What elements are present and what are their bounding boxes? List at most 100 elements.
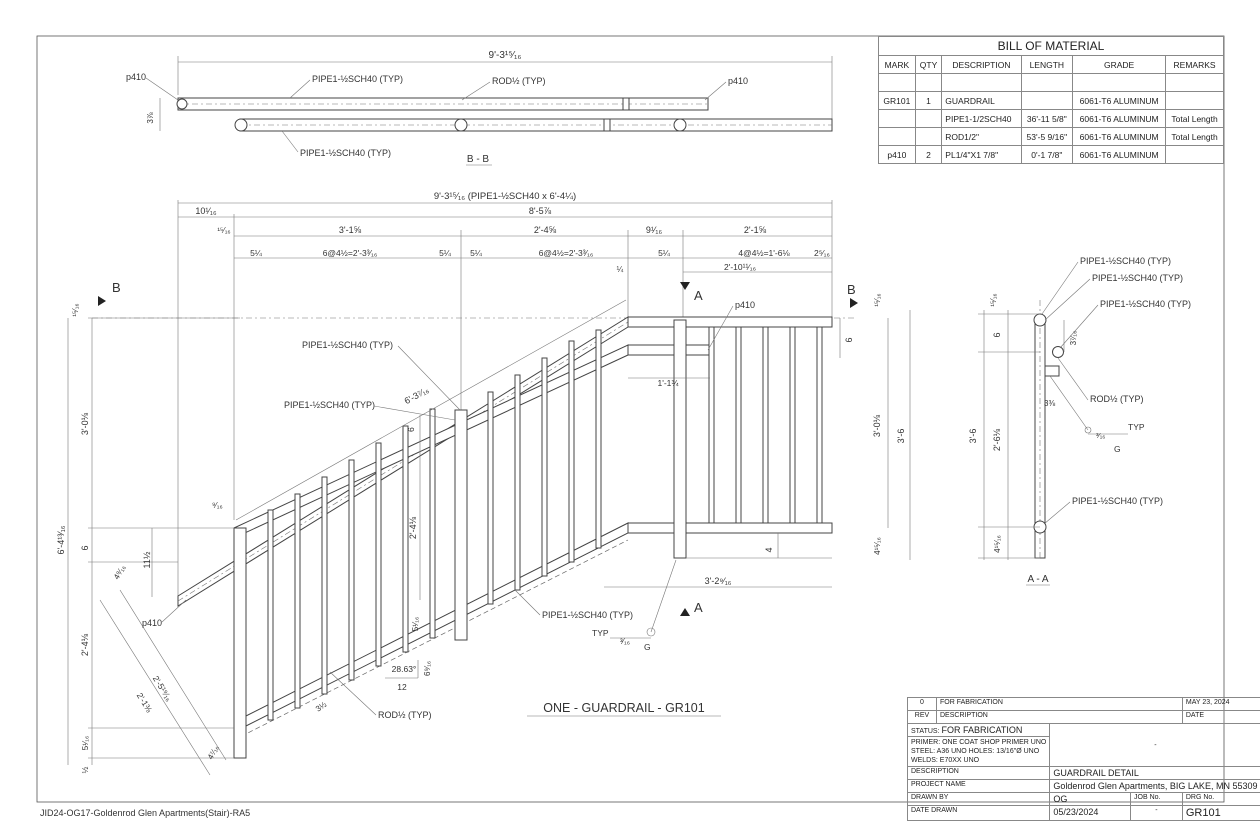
elev-dim-1516-left: ¹⁵⁄₁₆ — [71, 303, 80, 316]
bb-joint-bottom — [603, 118, 611, 132]
elev-top-rail-centerline — [177, 321, 629, 602]
tb-status-dash: - — [1049, 723, 1260, 767]
sheet-border — [36, 35, 1225, 803]
elev-leader-pipe-3 — [514, 589, 541, 616]
picket — [762, 326, 769, 524]
aa-dim-41516: 4¹⁵⁄₁₆ — [993, 535, 1002, 553]
bom-cell: p410 — [878, 145, 916, 164]
elev-twelve: 12 — [397, 682, 407, 692]
aa-rod-label: ROD½ (TYP) — [1090, 394, 1144, 404]
tb-rev-date: MAY 23, 2024 — [1181, 697, 1260, 711]
bom-title: BILL OF MATERIAL — [878, 36, 1224, 56]
picket — [735, 326, 742, 524]
elev-spacing1: 6@4½=2'-3³⁄₁₆ — [323, 248, 378, 258]
elev-d4: 5¼ — [658, 248, 671, 258]
elev-post-2 — [454, 409, 468, 641]
bb-overall-dim: 9'-3¹⁵⁄₁₆ — [489, 50, 522, 61]
aa-weld-all-around — [1084, 426, 1092, 434]
bom-col-qty: QTY — [914, 55, 943, 74]
aa-weld-typ: TYP — [1128, 422, 1145, 432]
bom-cell — [1165, 91, 1224, 110]
elev-quarter: ¼ — [617, 265, 624, 274]
tb-project-label: PROJECT NAME — [906, 779, 1051, 793]
elev-diag-dim-2 — [119, 589, 227, 761]
elev-dim-916: ⁹⁄₁₆ — [212, 501, 223, 510]
bom-cell — [878, 109, 916, 128]
elev-pipe-label-3: PIPE1-½SCH40 (TYP) — [542, 610, 633, 620]
bb-pipe-end-bottom-left — [234, 118, 248, 132]
elev-cut-a-top-arrow — [680, 282, 690, 290]
bom-cell: Total Length — [1165, 109, 1224, 128]
elev-mid-rail-level — [627, 344, 711, 356]
aa-dim-36: 3'-6 — [968, 429, 978, 444]
elev-dim-four: 4 — [764, 547, 774, 552]
bom-col-grade: GRADE — [1072, 55, 1167, 74]
aa-title: A - A — [1027, 574, 1048, 585]
bb-pipe-end-bottom-right — [673, 118, 687, 132]
bb-pipe-end-left — [176, 98, 188, 110]
picket — [514, 374, 521, 591]
tb-date-drawn: 05/23/2024 — [1049, 805, 1132, 821]
elev-p410-label: p410 — [735, 300, 755, 310]
picket — [429, 408, 436, 639]
aa-dim-six: 6 — [992, 332, 1002, 337]
elev-leader-p410 — [707, 305, 734, 351]
tb-rev-h: REV — [907, 710, 937, 724]
bom-cell: 36'-11 5/8" — [1020, 109, 1074, 128]
elev-dim-113: 1'-1¾ — [658, 378, 680, 388]
elev-spacing2: 6@4½=2'-3³⁄₁₆ — [539, 248, 594, 258]
bom-cell: 6061-T6 ALUMINUM — [1072, 145, 1167, 164]
tb-description-label: DESCRIPTION — [906, 766, 1051, 780]
tb-status-row: STATUS: FOR FABRICATION - — [906, 723, 1260, 767]
tb-rev-header-row: REV DESCRIPTION DATE — [907, 710, 1260, 724]
bb-rod-label: ROD½ (TYP) — [492, 76, 546, 86]
aa-weld-arrow — [1049, 375, 1089, 431]
bb-title: B - B — [467, 154, 490, 165]
aa-leader-rod — [1057, 357, 1089, 401]
bb-leader-rod — [461, 81, 491, 101]
elev-dim-312: 3½ — [314, 700, 329, 714]
elev-slope-len: 6'-3⁷⁄₁₆ — [403, 384, 431, 406]
bom-col-remarks: REMARKS — [1165, 55, 1224, 74]
tb-steel: STEEL: A36 UNO HOLES: 13/16"Ø UNO — [911, 748, 1040, 755]
elev-seg4: 2'-1⅝ — [744, 225, 767, 235]
tb-date-drawn-label: DATE DRAWN — [906, 805, 1051, 821]
elev-spacing3: 4@4½=1'-6⅛ — [738, 248, 790, 258]
elev-weld-size: ³⁄₁₆ — [620, 637, 630, 646]
picket — [568, 340, 575, 563]
elev-slope-dim-line — [235, 299, 627, 521]
tb-status-label: STATUS: — [911, 728, 940, 735]
elev-dim-1516: ¹⁵⁄₁₆ — [217, 226, 230, 235]
elevation-view: 9'-3¹⁵⁄₁₆ (PIPE1-½SCH40 x 6'-4¼) 10¹⁄₁₆ … — [56, 191, 911, 776]
tb-date-h: DATE — [1181, 710, 1260, 724]
elev-dim-516b: 5¹⁄₁₆ — [411, 617, 420, 631]
bb-leader-pipe-bottom — [281, 130, 299, 153]
tb-desc-h: DESCRIPTION — [936, 710, 1183, 724]
bb-p410-right-label: p410 — [728, 76, 748, 86]
picket — [487, 391, 494, 605]
bom-cell: GR101 — [878, 91, 916, 110]
elev-angle: 28.63° — [392, 664, 417, 674]
elev-dim-2138: 2'-1⅜ — [135, 691, 155, 715]
aa-pipe-label-2: PIPE1-½SCH40 (TYP) — [1092, 273, 1183, 283]
bom-cell — [878, 127, 916, 146]
aa-pipe-label-3: PIPE1-½SCH40 (TYP) — [1100, 299, 1191, 309]
aa-plate — [1044, 365, 1060, 377]
bom-col-length: LENGTH — [1020, 55, 1074, 74]
aa-weld-size: ³⁄₁₆ — [1096, 431, 1105, 440]
aa-mid-pipe — [1052, 346, 1064, 358]
elev-h-left: 3'-0⅛ — [80, 412, 90, 435]
elev-dim-2519: 2'-5¹⁹⁄₁₆ — [151, 674, 174, 703]
bom-cell: 6061-T6 ALUMINUM — [1072, 109, 1167, 128]
elev-d2: 5¼ — [439, 248, 452, 258]
elev-bottom-rail-level — [627, 522, 833, 534]
elev-pipe-label-1: PIPE1-½SCH40 (TYP) — [302, 340, 393, 350]
elev-cut-a-bottom: A — [694, 600, 703, 615]
tb-date-row: DATE DRAWN 05/23/2024 - GR101 — [906, 805, 1260, 821]
picket — [816, 326, 823, 524]
elev-dim-6: 6 — [80, 545, 90, 550]
bom-cell: 53'-5 9/16" — [1020, 127, 1074, 146]
tb-job-label: JOB No. — [1130, 792, 1183, 806]
elev-p410-lower-label: p410 — [142, 618, 162, 628]
